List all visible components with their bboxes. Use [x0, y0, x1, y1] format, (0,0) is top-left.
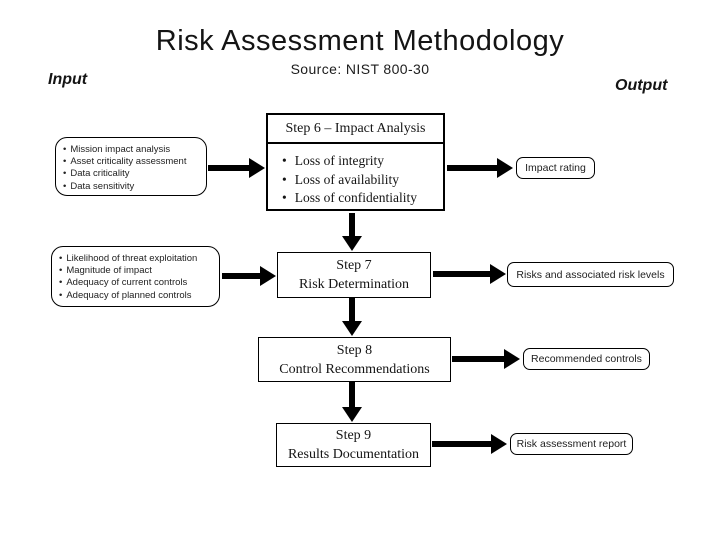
arrow-step8-to-output [452, 349, 520, 369]
step7-input-box: Likelihood of threat exploitation Magnit… [51, 246, 220, 307]
step6-detail: Loss of availability [282, 171, 439, 190]
arrow-shaft [433, 271, 494, 277]
input-item: Magnitude of impact [59, 265, 215, 277]
step7-subtitle: Risk Determination [298, 277, 410, 292]
step8-title: Step 8 [336, 342, 373, 358]
step9-title: Step 9 [335, 428, 372, 443]
input-item: Mission impact analysis [63, 144, 202, 156]
step6-input-box: Mission impact analysis Asset criticalit… [55, 137, 207, 196]
arrow-shaft [432, 441, 495, 447]
arrow-step6-to-step7 [342, 213, 362, 251]
arrow-shaft [349, 382, 355, 410]
input-item: Data sensitivity [63, 181, 202, 193]
arrow-head-icon [497, 158, 513, 178]
step9-subtitle: Results Documentation [287, 447, 420, 462]
arrow-step8-to-step9 [342, 382, 362, 422]
arrow-shaft [222, 273, 264, 279]
step8-output-box: Recommended controls [523, 348, 650, 370]
step8-box: Step 8 Control Recommendations [258, 337, 451, 382]
arrow-head-icon [342, 236, 362, 251]
slide-subtitle: Source: NIST 800-30 [290, 61, 430, 77]
input-item: Data criticality [63, 168, 202, 180]
input-item: Likelihood of threat exploitation [59, 253, 215, 265]
step9-box: Step 9 Results Documentation [276, 423, 431, 467]
arrow-head-icon [342, 407, 362, 422]
arrow-step9-to-output [432, 434, 507, 454]
step6-detail: Loss of confidentiality [282, 189, 439, 208]
arrow-head-icon [249, 158, 265, 178]
step6-output-box: Impact rating [516, 157, 595, 179]
step9-output-box: Risk assessment report [510, 433, 633, 455]
step6-detail: Loss of integrity [282, 152, 439, 171]
arrow-head-icon [490, 264, 506, 284]
arrow-input-to-step7 [222, 266, 276, 286]
slide-title: Risk Assessment Methodology [155, 25, 565, 57]
arrow-shaft [208, 165, 253, 171]
input-item: Adequacy of planned controls [59, 290, 215, 302]
step6-box: Step 6 – Impact Analysis Loss of integri… [266, 113, 445, 211]
arrow-shaft [349, 298, 355, 324]
arrow-shaft [447, 165, 501, 171]
arrow-step7-to-output [433, 264, 506, 284]
input-column-label: Input [48, 71, 88, 88]
arrow-head-icon [260, 266, 276, 286]
arrow-shaft [349, 213, 355, 239]
step8-subtitle: Control Recommendations [279, 361, 430, 377]
arrow-input-to-step6 [208, 158, 265, 178]
arrow-shaft [452, 356, 508, 362]
arrow-head-icon [504, 349, 520, 369]
step7-output-box: Risks and associated risk levels [507, 262, 674, 287]
step6-details: Loss of integrity Loss of availability L… [268, 144, 443, 208]
input-item: Adequacy of current controls [59, 277, 215, 289]
arrow-head-icon [342, 321, 362, 336]
step7-title: Step 7 [336, 258, 372, 273]
input-item: Asset criticality assessment [63, 156, 202, 168]
step6-title: Step 6 – Impact Analysis [268, 115, 443, 144]
arrow-step7-to-step8 [342, 298, 362, 336]
output-column-label: Output [615, 77, 668, 94]
arrow-head-icon [491, 434, 507, 454]
arrow-step6-to-output [447, 158, 513, 178]
step7-box: Step 7 Risk Determination [277, 252, 431, 298]
